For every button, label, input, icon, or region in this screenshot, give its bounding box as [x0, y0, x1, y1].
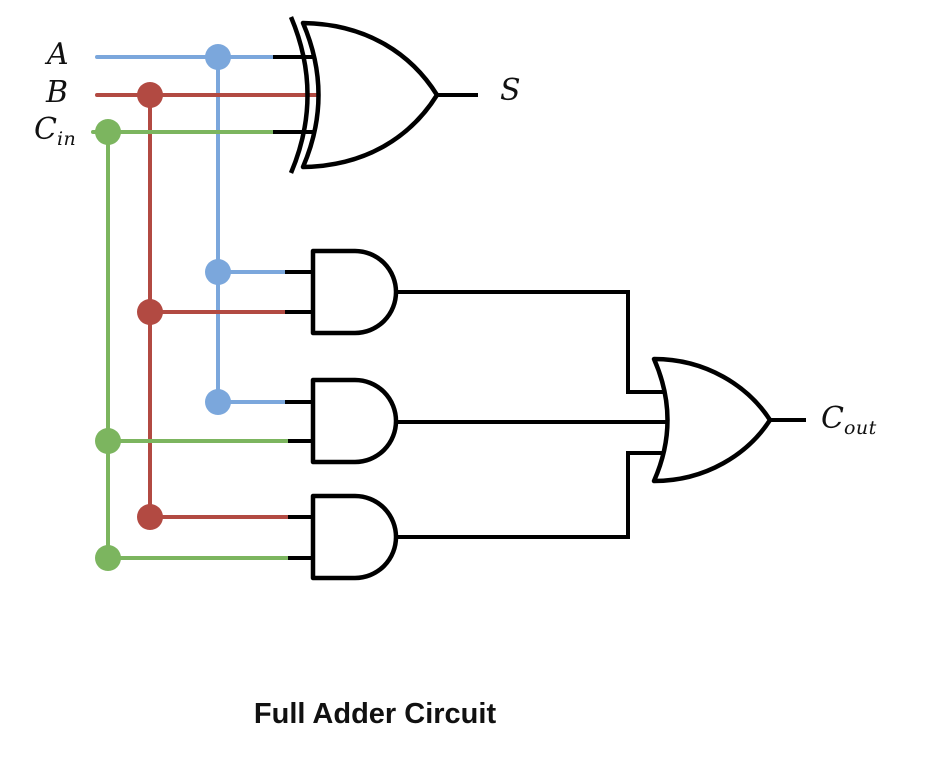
junction-dots-cin [95, 119, 121, 571]
label-input-b-text: B [46, 75, 69, 110]
junction-dot-a-1 [205, 44, 231, 70]
label-input-cin: Cin [34, 115, 76, 149]
diagram-title: Full Adder Circuit [253, 698, 497, 730]
junction-dot-cin-1 [95, 119, 121, 145]
and-gate-2 [310, 377, 399, 465]
label-output-sum: S [500, 76, 521, 106]
junction-dot-b-3 [137, 504, 163, 530]
junction-dot-a-2 [205, 259, 231, 285]
or-gate [651, 356, 773, 484]
wire-group-a [95, 55, 288, 404]
label-cin-base: C [34, 112, 57, 147]
junction-dots-b [137, 82, 163, 530]
gate-group [288, 16, 773, 581]
wire-group-cin [91, 130, 291, 560]
label-input-a-text: A [47, 37, 69, 72]
junction-dot-a-3 [205, 389, 231, 415]
wire-and3-to-or [396, 451, 670, 539]
and-gate-1 [310, 248, 399, 336]
junction-dot-b-1 [137, 82, 163, 108]
junction-dot-cin-2 [95, 428, 121, 454]
wire-group-b [95, 93, 324, 519]
junction-dot-b-2 [137, 299, 163, 325]
and-gate-3 [310, 493, 399, 581]
label-input-b: B [46, 78, 68, 108]
xor-gate [288, 16, 440, 174]
junction-dot-cin-3 [95, 545, 121, 571]
xor-gate-body [300, 20, 440, 170]
wire-and1-to-or [396, 290, 670, 394]
label-cout-subscript: out [843, 417, 877, 439]
xor-gate-double-arc [288, 16, 310, 174]
label-output-cout: Cout [821, 404, 877, 438]
label-sum-text: S [500, 73, 521, 108]
label-cout-base: C [821, 401, 844, 436]
label-input-a: A [47, 40, 69, 70]
label-cin-subscript: in [56, 128, 77, 150]
junction-dots-a [205, 44, 231, 415]
